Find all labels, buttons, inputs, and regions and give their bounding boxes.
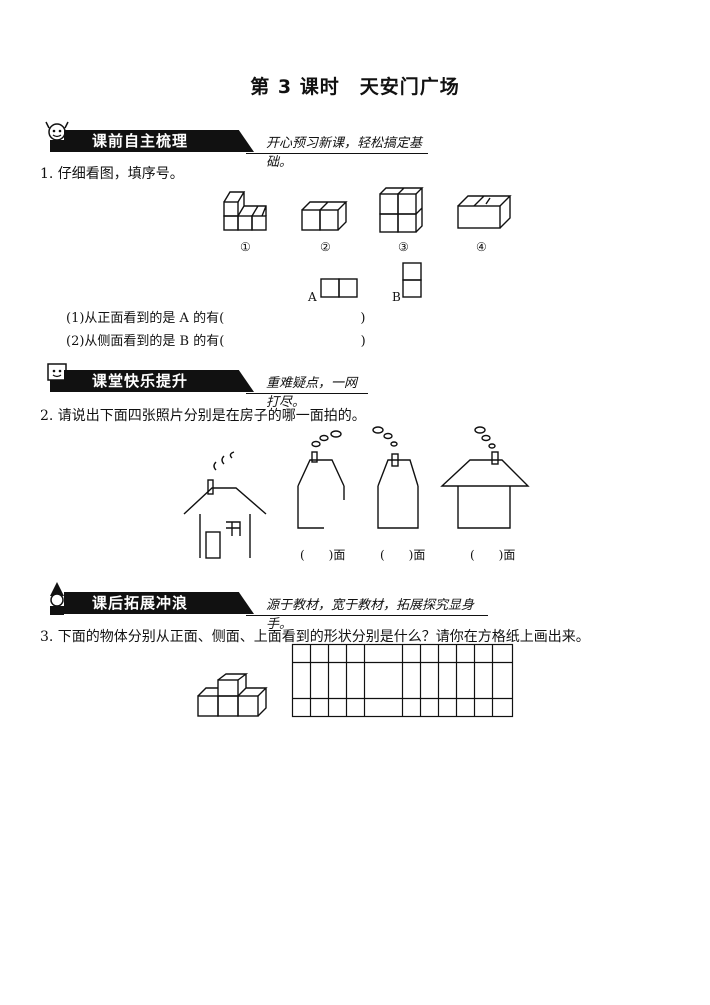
answer-blank-house-2[interactable]: ( )面 — [300, 548, 346, 562]
q1-figure-2 — [301, 201, 348, 231]
figure-label-4: ④ — [476, 240, 487, 254]
mascot-icon — [50, 582, 64, 615]
divider — [246, 153, 428, 154]
question-2-prompt: 2. 请说出下面四张照片分别是在房子的哪一面拍的。 — [40, 408, 366, 424]
house-photo-2 — [297, 430, 345, 529]
section-banner-preview: 课前自主梳理 开心预习新课，轻松搞定基础。 — [38, 121, 428, 170]
answer-blank-house-4[interactable]: ( )面 — [470, 548, 516, 562]
q1-figure-1 — [223, 191, 267, 231]
page-title: 第 3 课时 天安门广场 — [250, 76, 460, 98]
answer-blank-house-3[interactable]: ( )面 — [380, 548, 426, 562]
question-3-prompt: 3. 下面的物体分别从正面、侧面、上面看到的形状分别是什么？请你在方格纸上画出来… — [40, 629, 590, 645]
section-heading: 课前自主梳理 — [64, 130, 254, 152]
q3-object — [197, 673, 268, 717]
figure-label-1: ① — [240, 240, 251, 254]
section-slogan: 开心预习新课，轻松搞定基础。 — [266, 136, 423, 170]
divider — [246, 615, 488, 616]
q1-figure-3 — [379, 187, 424, 233]
q1-sub2: (2)从侧面看到的是 B 的有( ) — [66, 334, 366, 349]
view-a-shape — [320, 278, 358, 298]
view-b-shape — [402, 262, 422, 298]
figure-label-3: ③ — [398, 240, 409, 254]
section-heading: 课堂快乐提升 — [64, 370, 254, 392]
question-1-prompt: 1. 仔细看图，填序号。 — [40, 166, 184, 182]
view-a-label: A — [308, 290, 317, 304]
figure-label-2: ② — [320, 240, 331, 254]
section-banner-class: 课堂快乐提升 重难疑点，一网打尽。 — [38, 363, 368, 410]
q1-sub1: (1)从正面看到的是 A 的有( ) — [66, 311, 366, 326]
section-heading: 课后拓展冲浪 — [64, 592, 254, 614]
view-b-label: B — [392, 290, 401, 304]
house-photo-3 — [372, 426, 419, 529]
q1-figure-4 — [457, 195, 512, 229]
section-banner-extension: 课后拓展冲浪 源于教材，宽于教材，拓展探究显身手。 — [38, 582, 488, 632]
house-photo-1 — [183, 451, 267, 559]
grid-paper[interactable] — [291, 643, 514, 718]
house-photo-4 — [440, 426, 530, 529]
section-slogan: 源于教材，宽于教材，拓展探究显身手。 — [266, 598, 475, 632]
divider — [246, 393, 368, 394]
section-slogan: 重难疑点，一网打尽。 — [266, 376, 358, 410]
